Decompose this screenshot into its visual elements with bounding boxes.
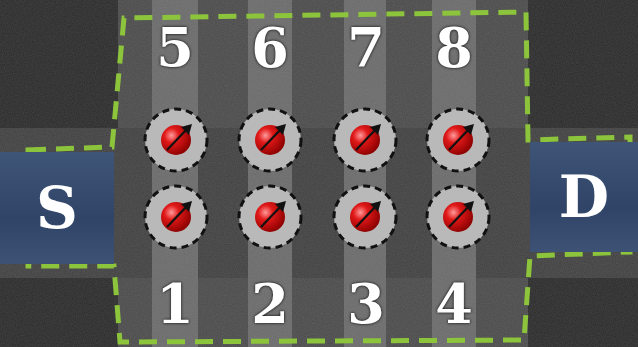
- spin-arrowhead: [463, 124, 474, 135]
- spin-arrowhead: [370, 124, 381, 135]
- gate-number: 4: [435, 277, 473, 331]
- dot-boundary: [427, 186, 489, 248]
- spin-arrow: [261, 205, 282, 227]
- spin-arrow: [167, 128, 188, 150]
- spin-arrowhead: [275, 201, 286, 212]
- spin-arrowhead: [463, 201, 474, 212]
- dot-boundary: [145, 109, 207, 171]
- electron: [443, 125, 473, 155]
- dot-boundary: [239, 109, 301, 171]
- electron: [161, 125, 191, 155]
- electron: [350, 202, 380, 232]
- gate-number: 1: [156, 277, 194, 331]
- spin-arrow: [356, 205, 377, 227]
- spin-arrow: [449, 128, 470, 150]
- dot-boundary: [334, 186, 396, 248]
- gate-number: 6: [251, 21, 289, 75]
- terminal-label: D: [559, 168, 609, 226]
- electron: [161, 202, 191, 232]
- quantum-dots: [145, 109, 489, 248]
- terminal-label: S: [36, 179, 78, 237]
- gate-number: 2: [251, 277, 289, 331]
- spin-arrowhead: [275, 124, 286, 135]
- contact-pad: S: [0, 152, 114, 264]
- spin-arrowhead: [370, 201, 381, 212]
- spin-arrow: [449, 205, 470, 227]
- gate-number: 5: [156, 21, 194, 75]
- dot-boundary: [334, 109, 396, 171]
- spin-arrow: [261, 128, 282, 150]
- electron: [443, 202, 473, 232]
- gate-number: 3: [347, 277, 385, 331]
- dot-boundary: [239, 186, 301, 248]
- dot-boundary: [427, 109, 489, 171]
- gate-number: 7: [347, 21, 385, 75]
- electron: [255, 202, 285, 232]
- spin-arrow: [167, 205, 188, 227]
- electron: [255, 125, 285, 155]
- spin-arrowhead: [181, 124, 192, 135]
- spin-arrow: [356, 128, 377, 150]
- spin-arrowhead: [181, 201, 192, 212]
- dot-boundary: [145, 186, 207, 248]
- contact-pad: D: [530, 142, 638, 252]
- electron: [350, 125, 380, 155]
- gate-number: 8: [435, 21, 473, 75]
